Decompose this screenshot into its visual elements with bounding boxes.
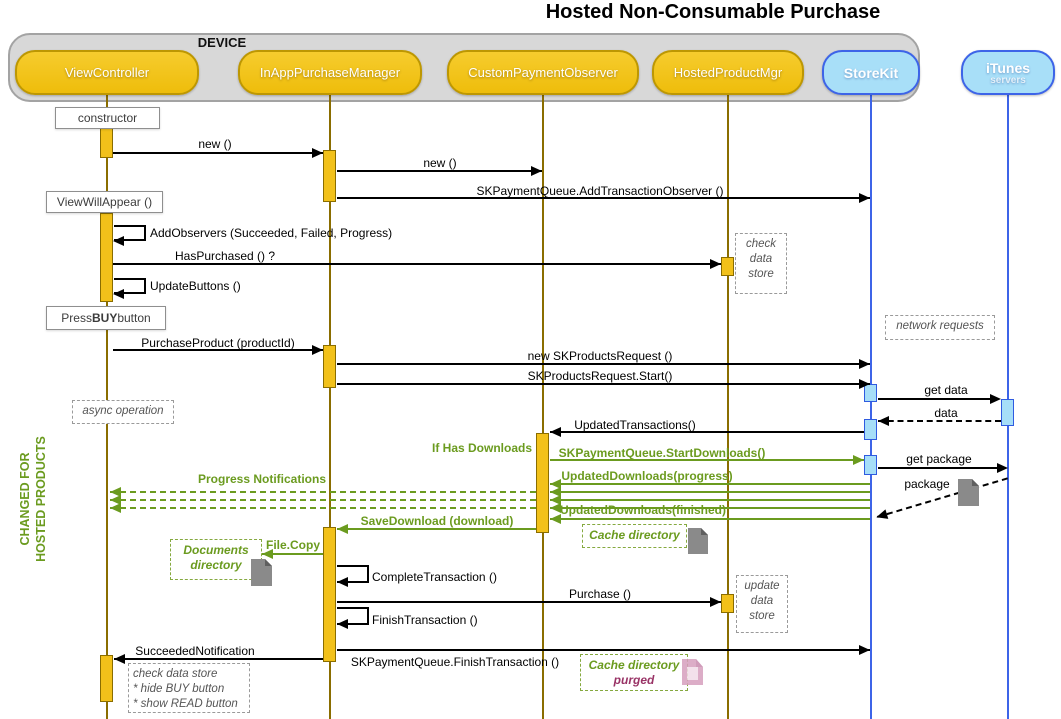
activation-iapm-purchase — [323, 345, 336, 388]
activation-iapm-download — [323, 527, 336, 662]
device-label: DEVICE — [197, 35, 247, 50]
arrowhead — [878, 416, 889, 426]
note-update-data-store: update data store — [736, 575, 788, 633]
note-check-data-store: check data store — [735, 233, 787, 294]
actor-itunes-servers: iTunes servers — [961, 50, 1055, 95]
arrowhead — [859, 645, 870, 655]
actor-hostedproductmgr: HostedProductMgr — [652, 50, 804, 95]
arrowhead — [337, 524, 348, 534]
arrowhead — [710, 597, 721, 607]
arrowhead — [874, 509, 889, 523]
activation-vc-constructor — [100, 128, 113, 158]
label-if-has-downloads: If Has Downloads — [431, 441, 532, 455]
arrowhead — [312, 345, 323, 355]
arrowhead — [859, 379, 870, 389]
arrowhead — [853, 455, 864, 465]
arrowhead — [550, 427, 561, 437]
note-final-actions: check data store * hide BUY button * sho… — [128, 663, 250, 713]
note-network-requests: network requests — [885, 315, 995, 340]
arrowhead — [550, 487, 561, 497]
note-documents-directory: Documents directory — [170, 539, 262, 580]
lifeline-inapppurchasemanager — [329, 95, 331, 719]
arrowhead — [990, 394, 1001, 404]
activation-hpm-haspurchased — [721, 257, 734, 276]
cache-document-icon — [688, 528, 708, 559]
arrowhead — [114, 654, 125, 664]
arrowhead — [550, 479, 561, 489]
diagram-title: Hosted Non-Consumable Purchase — [545, 1, 881, 23]
arrowhead — [113, 289, 124, 299]
arrowhead — [859, 193, 870, 203]
arrowhead — [337, 577, 348, 587]
arrowhead — [110, 495, 121, 505]
label-constructor: constructor — [55, 107, 160, 129]
label-viewwillappear: ViewWillAppear () — [46, 191, 163, 213]
activation-sk-data — [864, 419, 877, 440]
lifeline-storekit — [870, 95, 872, 719]
arrowhead — [550, 503, 561, 513]
purged-document-icon — [681, 658, 704, 691]
activation-sk-downloads — [864, 455, 877, 475]
label-progress-notifications: Progress Notifications — [197, 472, 327, 486]
arrowhead — [550, 514, 561, 524]
activation-vc-succeeded — [100, 655, 113, 702]
arrowhead — [110, 503, 121, 513]
actor-inapppurchasemanager: InAppPurchaseManager — [238, 50, 422, 95]
note-cache-directory-purged: Cache directory purged — [580, 654, 688, 691]
lifeline-custompaymentobserver — [542, 95, 544, 719]
actor-custompaymentobserver: CustomPaymentObserver — [447, 50, 639, 95]
arrowhead — [312, 148, 323, 158]
documents-document-icon — [251, 559, 272, 591]
arrowhead — [262, 549, 273, 559]
arrowhead — [113, 236, 124, 246]
arrowhead — [710, 259, 721, 269]
actor-storekit: StoreKit — [822, 50, 920, 95]
arrowhead — [859, 359, 870, 369]
arrowhead — [531, 166, 542, 176]
activation-hpm-purchase — [721, 594, 734, 613]
arrowhead — [997, 463, 1008, 473]
side-banner-changed-for-hosted-products: CHANGED FOR HOSTED PRODUCTS — [18, 436, 48, 562]
activation-iapm-new — [323, 150, 336, 202]
package-document-icon — [958, 479, 979, 511]
lifeline-hostedproductmgr — [727, 95, 729, 719]
arrowhead — [337, 619, 348, 629]
arrowhead — [110, 487, 121, 497]
note-cache-directory: Cache directory — [582, 524, 687, 548]
actor-viewcontroller: ViewController — [15, 50, 199, 95]
note-async-operation: async operation — [72, 400, 174, 424]
arrowhead — [550, 495, 561, 505]
activation-vc-viewwillappear — [100, 213, 113, 302]
label-press-buy-button: Press BUY button — [46, 306, 166, 330]
activation-cpo-transactions — [536, 433, 549, 533]
activation-itunes-getdata — [1001, 399, 1014, 426]
